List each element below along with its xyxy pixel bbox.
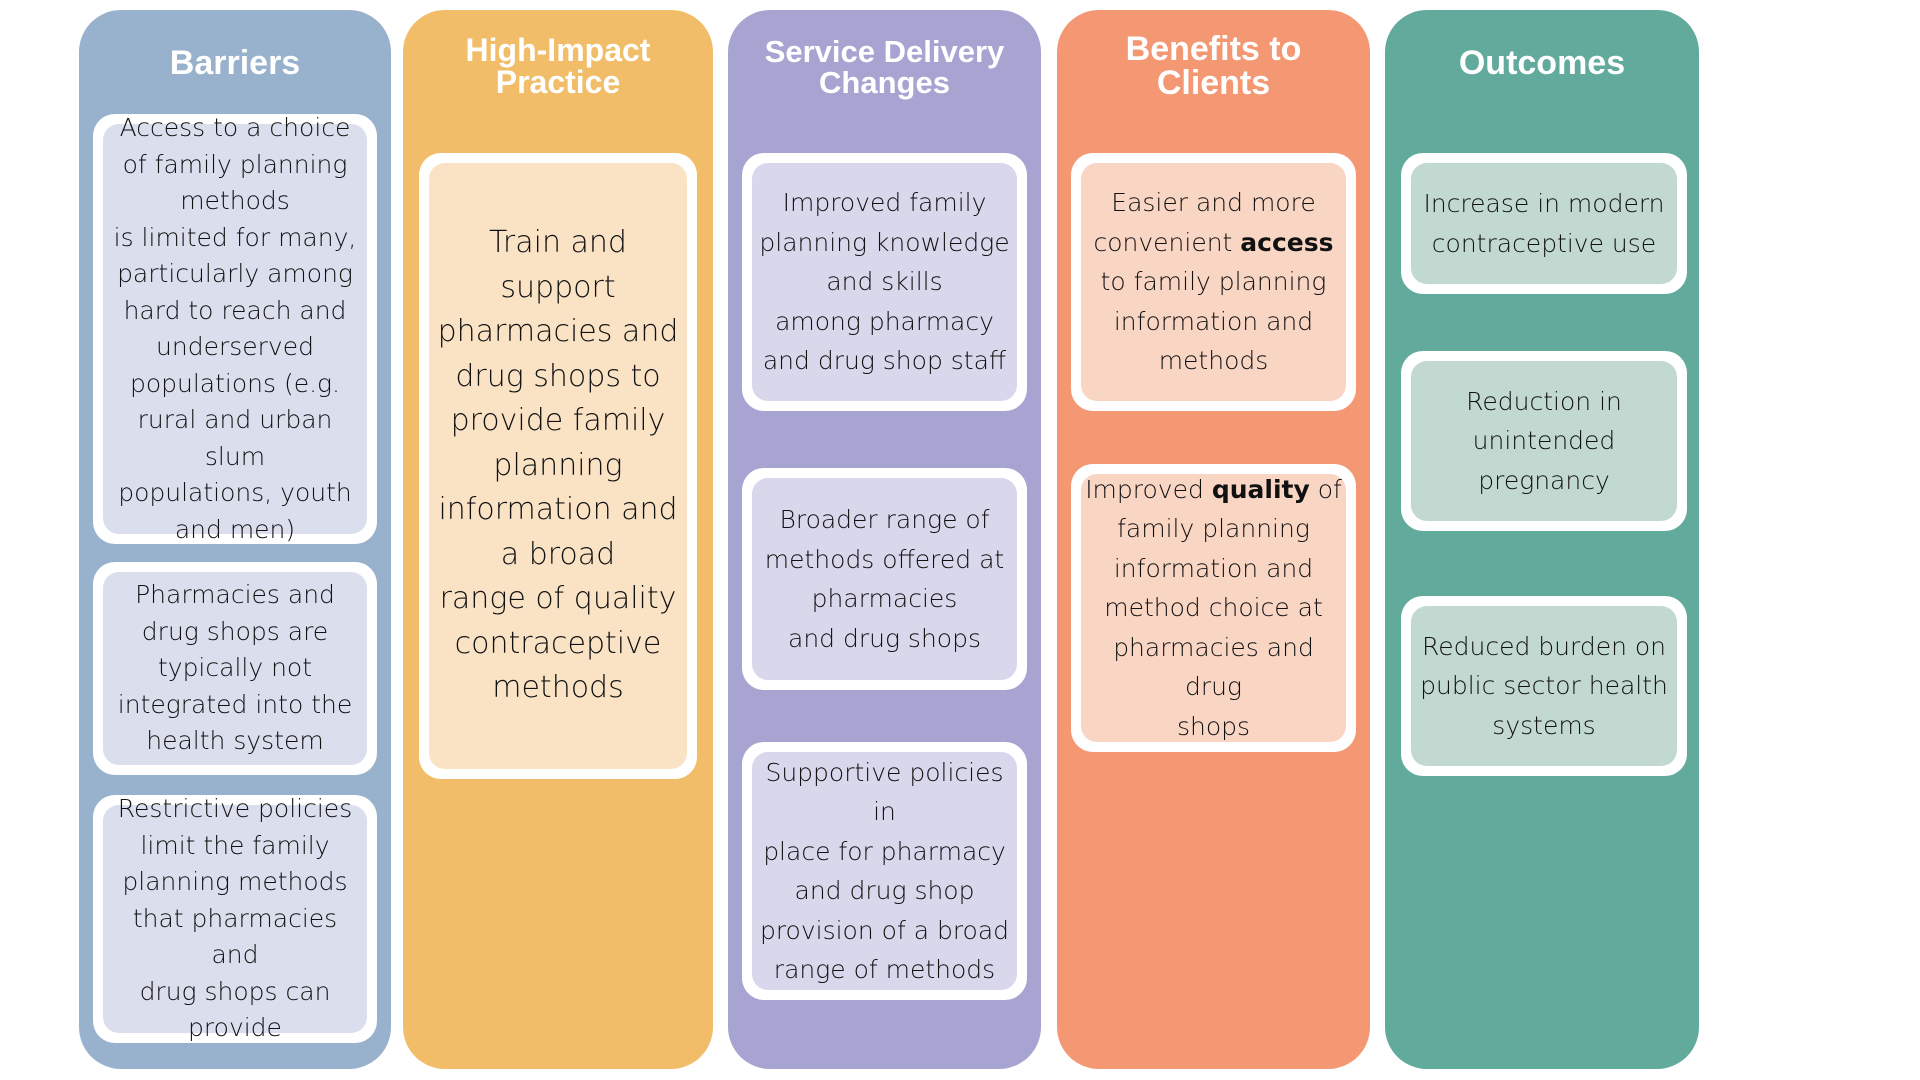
barrier-card: Pharmacies and drug shops are typically … [93,562,377,775]
barrier-text: Access to a choice of family planning me… [113,113,357,544]
service-change-text: Improved family planning knowledge and s… [759,188,1010,376]
barrier-text: Restrictive policies limit the family pl… [117,794,353,1043]
practice-text: Train and support pharmacies and drug sh… [437,225,679,706]
barrier-card-content: Pharmacies and drug shops are typically … [103,572,367,765]
outcome-text: Increase in modern contraceptive use [1423,189,1665,258]
column-service-delivery-changes: Service Delivery Changes Improved family… [728,10,1041,1069]
outcome-card-content: Increase in modern contraceptive use [1411,163,1677,284]
title-line: Changes [819,65,950,100]
benefit-emphasis: access [1240,227,1334,257]
benefit-text: Improved quality of family planning info… [1085,470,1342,747]
service-change-text: Broader range of methods offered at phar… [764,505,1005,653]
service-change-card: Supportive policies in place for pharmac… [742,742,1027,1000]
service-change-card-content: Supportive policies in place for pharmac… [752,752,1017,990]
title-line: High-Impact [465,32,651,68]
benefit-text-part: Improved [1085,474,1212,504]
column-high-impact-practice: High-Impact Practice Train and support p… [403,10,713,1069]
service-change-card-content: Improved family planning knowledge and s… [752,163,1017,401]
service-change-text: Supportive policies in place for pharmac… [759,757,1010,985]
outcome-card: Increase in modern contraceptive use [1401,153,1687,294]
practice-card-content: Train and support pharmacies and drug sh… [429,163,687,769]
barrier-text: Pharmacies and drug shops are typically … [117,580,353,756]
column-title-benefits-to-clients: Benefits to Clients [1057,32,1370,100]
outcome-card: Reduction in unintended pregnancy [1401,351,1687,531]
barrier-card: Access to a choice of family planning me… [93,113,377,544]
service-change-card: Broader range of methods offered at phar… [742,468,1027,690]
practice-card: Train and support pharmacies and drug sh… [419,153,697,779]
benefit-text: Easier and more convenient access to fam… [1093,183,1333,381]
column-title-high-impact-practice: High-Impact Practice [403,34,713,98]
benefit-text-part: Easier and more convenient [1093,188,1316,257]
outcome-text: Reduced burden on public sector health s… [1420,631,1668,740]
title-line: Benefits to [1125,30,1302,68]
benefit-card: Improved quality of family planning info… [1071,464,1356,752]
column-title-service-delivery-changes: Service Delivery Changes [728,36,1041,98]
outcome-card-content: Reduced burden on public sector health s… [1411,606,1677,766]
column-title-barriers: Barriers [169,44,301,82]
column-title-outcomes: Outcomes [1458,44,1626,82]
barrier-card-content: Access to a choice of family planning me… [103,113,367,544]
column-benefits-to-clients: Benefits to Clients Easier and more conv… [1057,10,1370,1069]
benefit-emphasis: quality [1211,474,1310,504]
benefit-text-part: of family planning information and metho… [1104,474,1342,741]
service-change-card-content: Broader range of methods offered at phar… [752,478,1017,680]
title-line: Clients [1156,64,1271,102]
title-line: Practice [495,64,621,100]
benefit-card-content: Easier and more convenient access to fam… [1081,163,1346,401]
benefit-card: Easier and more convenient access to fam… [1071,153,1356,411]
column-outcomes: Outcomes Increase in modern contraceptiv… [1385,10,1699,1069]
outcome-card-content: Reduction in unintended pregnancy [1411,361,1677,521]
barrier-card-content: Restrictive policies limit the family pl… [103,794,367,1042]
outcome-card: Reduced burden on public sector health s… [1401,596,1687,776]
service-change-card: Improved family planning knowledge and s… [742,153,1027,411]
benefit-text-part: to family planning information and metho… [1100,267,1327,376]
benefit-card-content: Improved quality of family planning info… [1081,474,1346,742]
column-barriers: Barriers Access to a choice of family pl… [79,10,391,1069]
outcome-text: Reduction in unintended pregnancy [1466,386,1622,495]
title-line: Service Delivery [764,34,1005,69]
barrier-card: Restrictive policies limit the family pl… [93,794,377,1043]
